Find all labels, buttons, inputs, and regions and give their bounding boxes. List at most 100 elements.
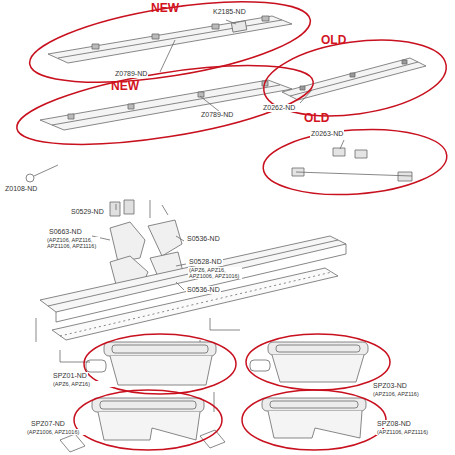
status-tag: NEW bbox=[150, 2, 180, 15]
drain-body bbox=[268, 342, 368, 355]
leader-line bbox=[116, 204, 117, 210]
leader-line bbox=[176, 264, 186, 266]
drain-body bbox=[104, 342, 216, 356]
grate bbox=[60, 272, 332, 336]
magnet-bar bbox=[128, 104, 134, 109]
part-number: S0536-ND bbox=[186, 286, 221, 294]
clip-set bbox=[124, 200, 134, 214]
bracket-legs bbox=[60, 350, 90, 362]
model-list: (APZ106, APZ116, APZ1106, APZ1116) bbox=[46, 237, 100, 249]
old-magnets bbox=[296, 172, 412, 176]
drain-body bbox=[262, 398, 366, 438]
old-bar bbox=[300, 86, 305, 90]
model-list: (APZ6, APZ16) bbox=[52, 381, 114, 387]
leader-line bbox=[226, 20, 236, 24]
bracket-legs bbox=[210, 318, 240, 330]
highlight-ellipse bbox=[259, 30, 451, 127]
drain-channel bbox=[346, 244, 347, 254]
model-list: (APZ1106, APZ1116) bbox=[376, 429, 448, 435]
highlight-ellipse bbox=[24, 0, 315, 98]
part-number: SPZ01-ND bbox=[52, 372, 88, 380]
magnet-bar bbox=[212, 24, 219, 29]
magnet-bar bbox=[92, 44, 99, 49]
part-number: S0529-ND bbox=[70, 208, 105, 216]
drain-body bbox=[250, 360, 270, 371]
part-number: Z0263-ND bbox=[310, 130, 344, 138]
leader-line bbox=[340, 140, 344, 149]
model-list: (APZ106, APZ116) bbox=[372, 391, 434, 397]
key-tool bbox=[26, 165, 58, 182]
part-number: Z0789-ND bbox=[200, 111, 234, 119]
clip-set bbox=[162, 205, 168, 215]
status-tag: OLD bbox=[320, 34, 347, 47]
leader-line bbox=[160, 40, 175, 72]
drain-channel bbox=[56, 254, 346, 322]
part-number: Z0789-ND bbox=[114, 70, 148, 78]
model-list: (APZ1006, APZ1016) bbox=[26, 429, 98, 435]
highlight-ellipse bbox=[74, 390, 222, 450]
siphon-insert bbox=[110, 222, 145, 262]
clip-set bbox=[150, 200, 151, 218]
highlight-ellipse bbox=[246, 334, 390, 390]
drain-body bbox=[276, 345, 360, 352]
drain-body bbox=[112, 345, 208, 353]
status-tag: OLD bbox=[303, 112, 330, 125]
part-number: SPZ08-ND bbox=[376, 420, 412, 428]
part-number: SPZ07-ND bbox=[30, 420, 66, 428]
drain-body bbox=[270, 401, 358, 408]
drain-body bbox=[250, 342, 368, 382]
model-list: (APZ6, APZ16, APZ1006, APZ1016) bbox=[188, 267, 242, 279]
leader-line bbox=[92, 20, 344, 290]
drain-body bbox=[100, 401, 196, 409]
leader-line bbox=[200, 96, 220, 112]
old-magnets bbox=[355, 150, 367, 158]
bracket-legs bbox=[214, 392, 215, 412]
part-number: K2185-ND bbox=[212, 8, 247, 16]
leader-line bbox=[176, 282, 184, 290]
drain-body bbox=[86, 360, 106, 372]
clip-set bbox=[110, 200, 168, 218]
drain-body bbox=[98, 412, 200, 440]
part-number: S0528-ND bbox=[188, 258, 223, 266]
drain-body bbox=[272, 355, 364, 382]
drain-body bbox=[262, 398, 366, 411]
old-magnets bbox=[333, 148, 345, 156]
key-tool bbox=[26, 174, 34, 182]
grate bbox=[52, 268, 338, 340]
drain-body bbox=[110, 356, 212, 385]
drain-body bbox=[268, 411, 362, 438]
part-number: Z0262-ND bbox=[262, 104, 296, 112]
part-number: SPZ03-ND bbox=[372, 382, 408, 390]
tape-piece bbox=[231, 21, 246, 32]
bracket-legs bbox=[36, 318, 37, 342]
grate bbox=[52, 268, 338, 340]
old-bar bbox=[282, 58, 426, 100]
magnet-bar bbox=[68, 114, 74, 119]
magnet-bar bbox=[40, 80, 292, 130]
old-bar bbox=[402, 60, 407, 64]
old-magnets bbox=[398, 172, 412, 181]
old-bar bbox=[350, 73, 355, 77]
key-tool bbox=[34, 165, 58, 176]
bracket-legs bbox=[36, 318, 240, 412]
drain-channel bbox=[56, 312, 57, 322]
drain-channel bbox=[48, 240, 338, 306]
drain-body bbox=[92, 398, 204, 440]
highlight-ellipse bbox=[242, 390, 386, 450]
highlight-ellipse bbox=[261, 124, 449, 201]
leader-line bbox=[176, 236, 184, 241]
highlight-ellipse bbox=[12, 50, 318, 160]
feet bbox=[60, 434, 85, 452]
magnet-bar bbox=[152, 34, 159, 39]
tape-piece bbox=[231, 21, 246, 32]
magnet-bar bbox=[40, 80, 292, 130]
part-number: S0663-ND bbox=[48, 228, 83, 236]
magnet-bar bbox=[52, 85, 280, 125]
magnet-bar bbox=[198, 92, 204, 97]
part-number: Z0108-ND bbox=[4, 185, 38, 193]
old-bar bbox=[282, 58, 426, 100]
status-tag: NEW bbox=[110, 80, 140, 93]
siphon-insert bbox=[148, 220, 182, 256]
